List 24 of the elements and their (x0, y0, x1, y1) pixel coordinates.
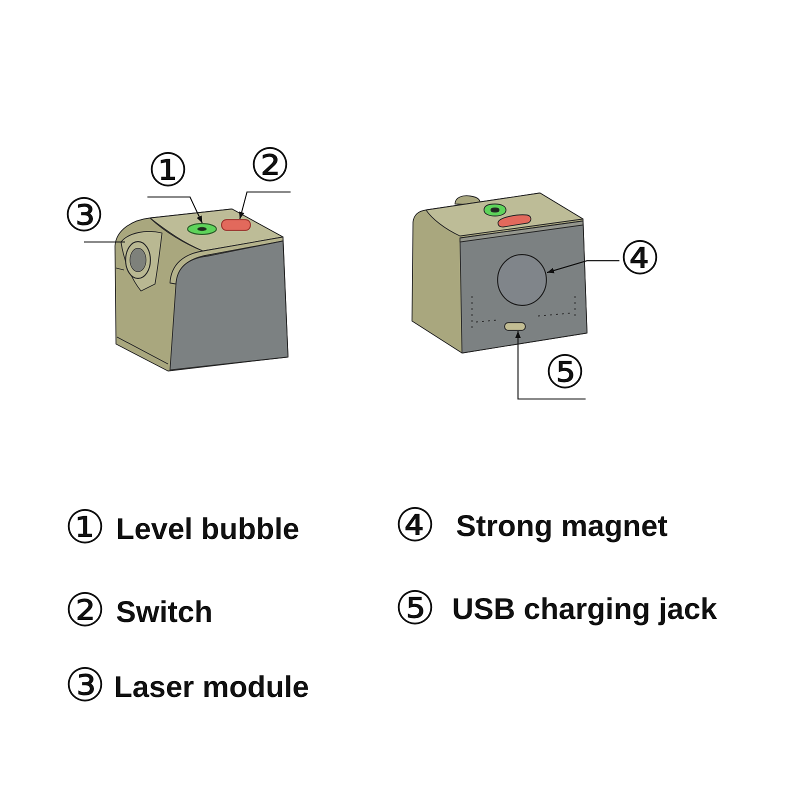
part-name: Strong magnet (456, 510, 668, 544)
callout-number: ② (249, 138, 291, 192)
leader-line (147, 196, 203, 224)
leader-line (238, 191, 291, 220)
callout-number: ④ (394, 498, 436, 552)
callout-number: ① (147, 143, 189, 197)
switch (221, 219, 251, 231)
leader-line (515, 331, 586, 400)
part-name: USB charging jack (452, 592, 718, 628)
callout-number: ② (64, 583, 106, 637)
usb-port (504, 322, 526, 331)
callout-number: ⑤ (394, 581, 436, 635)
leader-line (546, 260, 620, 274)
leader-line (84, 241, 125, 243)
laser-aperture (125, 241, 151, 279)
callout-number: ① (64, 500, 106, 554)
part-name: Laser module (114, 670, 310, 706)
callout-number: ③ (63, 188, 105, 242)
part-name: Switch (116, 596, 213, 630)
callout-number: ④ (619, 231, 661, 285)
magnet-disc (497, 254, 547, 306)
part-name: Level bubble (116, 512, 300, 548)
callout-number: ③ (64, 658, 106, 712)
callout-number: ⑤ (544, 345, 586, 399)
